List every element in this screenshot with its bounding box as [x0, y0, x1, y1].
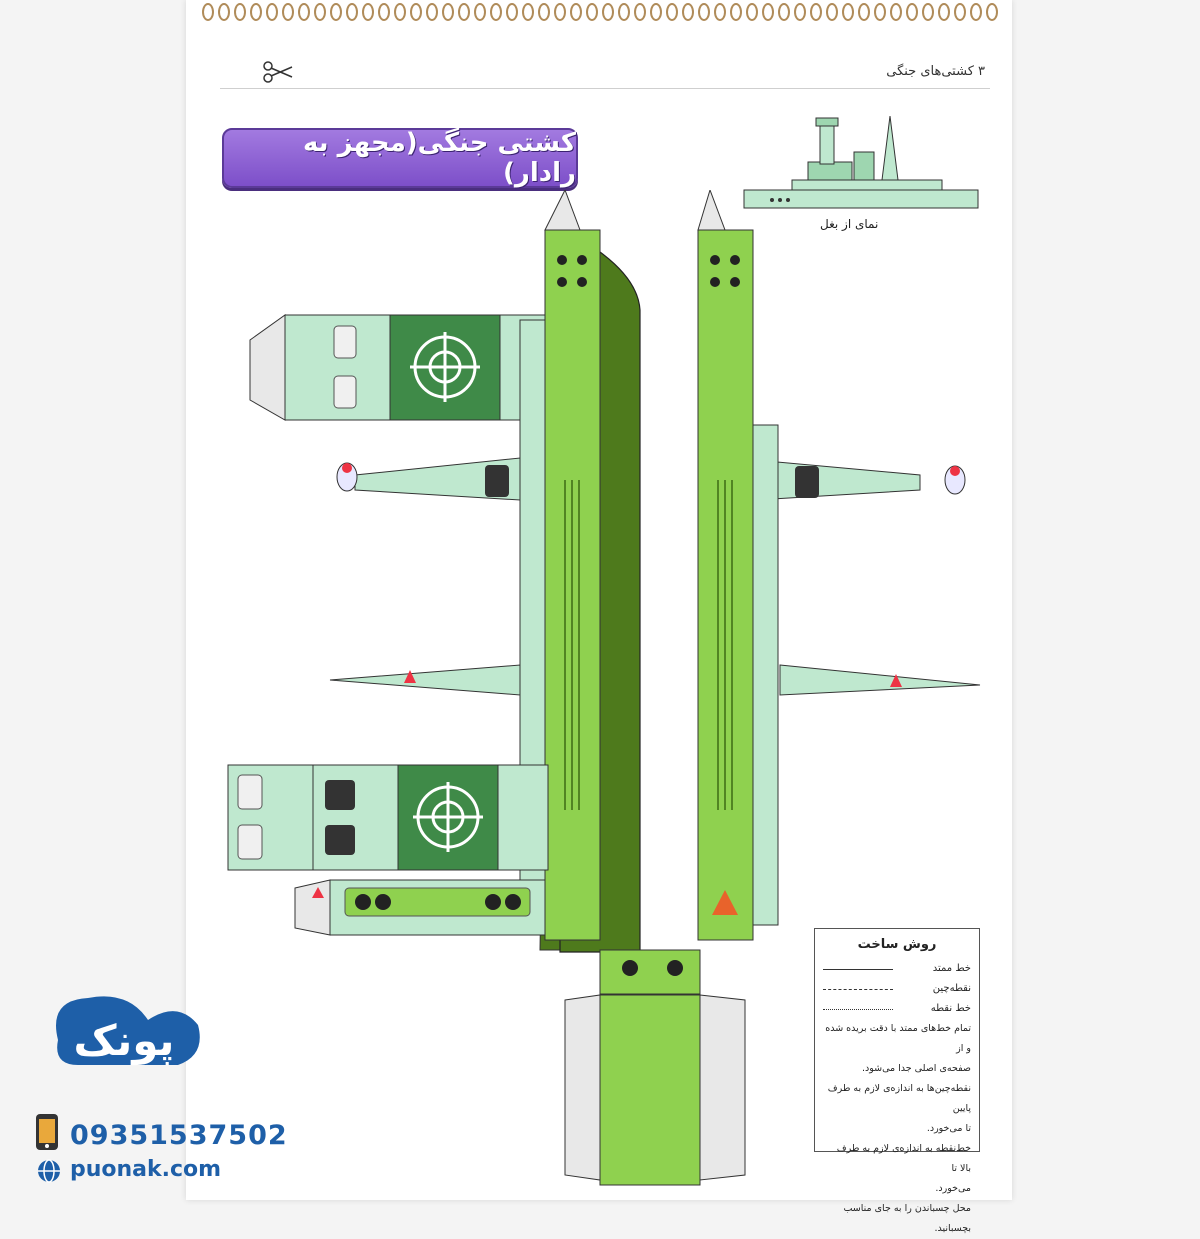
- page-title: کشتی جنگی(مجهز به رادار): [303, 128, 576, 188]
- instruction-line: تمام خط‌های ممتد با دقت بریده شده و از: [825, 1023, 971, 1054]
- spiral-ring: [250, 3, 262, 21]
- spiral-ring: [890, 3, 902, 21]
- ship-side-view: [743, 115, 979, 209]
- spiral-ring: [410, 3, 422, 21]
- left-spike: [329, 664, 521, 696]
- side-view-caption: نمای از بغل: [820, 217, 879, 231]
- website-url: puonak.com: [70, 1157, 222, 1182]
- instructions-box: روش ساخت خط ممتد نقطه‌چین خط نقطه تمام خ…: [814, 928, 980, 1234]
- globe-icon: [38, 1159, 60, 1183]
- instructions-title: روش ساخت: [857, 937, 937, 952]
- spiral-ring: [634, 3, 646, 21]
- spiral-ring: [938, 3, 950, 21]
- spiral-ring: [714, 3, 726, 21]
- phone-icon: [36, 1114, 58, 1150]
- spiral-ring: [842, 3, 854, 21]
- spiral-ring: [954, 3, 966, 21]
- spiral-ring: [346, 3, 358, 21]
- instruction-line: می‌خورد.: [935, 1183, 971, 1194]
- spiral-ring: [682, 3, 694, 21]
- spiral-ring: [986, 3, 998, 21]
- spiral-ring: [778, 3, 790, 21]
- right-wing-upper: [752, 424, 966, 926]
- spiral-ring: [202, 3, 214, 21]
- legend-dashed: نقطه‌چین: [823, 979, 971, 999]
- spiral-ring: [970, 3, 982, 21]
- spiral-ring: [650, 3, 662, 21]
- spiral-ring: [426, 3, 438, 21]
- spiral-ring: [442, 3, 454, 21]
- spiral-binding: [202, 3, 998, 21]
- lower-bar: [294, 879, 546, 936]
- spiral-ring: [330, 3, 342, 21]
- spiral-ring: [858, 3, 870, 21]
- logo-text: پونک: [74, 1016, 175, 1066]
- spiral-ring: [826, 3, 838, 21]
- spiral-ring: [554, 3, 566, 21]
- spiral-ring: [618, 3, 630, 21]
- page-header: ۳ کشتی‌های جنگی: [886, 64, 985, 79]
- spiral-ring: [746, 3, 758, 21]
- spiral-ring: [378, 3, 390, 21]
- spiral-ring: [298, 3, 310, 21]
- spiral-ring: [490, 3, 502, 21]
- spiral-ring: [474, 3, 486, 21]
- spiral-ring: [362, 3, 374, 21]
- left-wing-upper: [336, 457, 521, 501]
- spiral-ring: [730, 3, 742, 21]
- spiral-ring: [282, 3, 294, 21]
- spiral-ring: [794, 3, 806, 21]
- left-helipad-module: [249, 314, 546, 421]
- spiral-ring: [698, 3, 710, 21]
- header-divider: [220, 88, 990, 89]
- instruction-line: محل چسباندن را به جای مناسب: [843, 1203, 971, 1214]
- page-title-box: کشتی جنگی(مجهز به رادار): [222, 128, 578, 188]
- legend-solid: خط ممتد: [823, 959, 971, 979]
- phone-number: 09351537502: [70, 1120, 288, 1151]
- instruction-line: خط‌نقطه به اندازه‌ی لازم به طرف بالا تا: [836, 1143, 971, 1174]
- spiral-ring: [266, 3, 278, 21]
- spiral-ring: [522, 3, 534, 21]
- stern-section: [564, 949, 746, 1186]
- spiral-ring: [586, 3, 598, 21]
- right-spike: [779, 664, 981, 696]
- spiral-ring: [234, 3, 246, 21]
- spiral-ring: [506, 3, 518, 21]
- left-lower-helipad-module: [227, 764, 549, 871]
- legend-dashdot: خط نقطه: [823, 999, 971, 1019]
- right-hull-strip: [697, 190, 754, 941]
- spiral-ring: [538, 3, 550, 21]
- spiral-ring: [314, 3, 326, 21]
- instruction-line: تا می‌خورد.: [926, 1123, 971, 1134]
- spiral-ring: [874, 3, 886, 21]
- spiral-ring: [394, 3, 406, 21]
- instruction-line: صفحه‌ی اصلی جدا می‌شود.: [862, 1063, 971, 1074]
- instruction-line: بچسبانید.: [934, 1223, 971, 1234]
- spiral-ring: [218, 3, 230, 21]
- ship-papercraft-net: محل چسباندن: [227, 190, 981, 1186]
- scissors-icon: [263, 61, 293, 83]
- spiral-ring: [602, 3, 614, 21]
- spiral-ring: [570, 3, 582, 21]
- spiral-ring: [922, 3, 934, 21]
- spiral-ring: [458, 3, 470, 21]
- spiral-ring: [810, 3, 822, 21]
- instruction-line: نقطه‌چین‌ها به اندازه‌ی لازم به طرف پایی…: [827, 1083, 971, 1114]
- left-hull-strip: [544, 190, 601, 941]
- brand-logo: پونک: [56, 996, 200, 1066]
- spiral-ring: [762, 3, 774, 21]
- spiral-ring: [906, 3, 918, 21]
- spiral-ring: [666, 3, 678, 21]
